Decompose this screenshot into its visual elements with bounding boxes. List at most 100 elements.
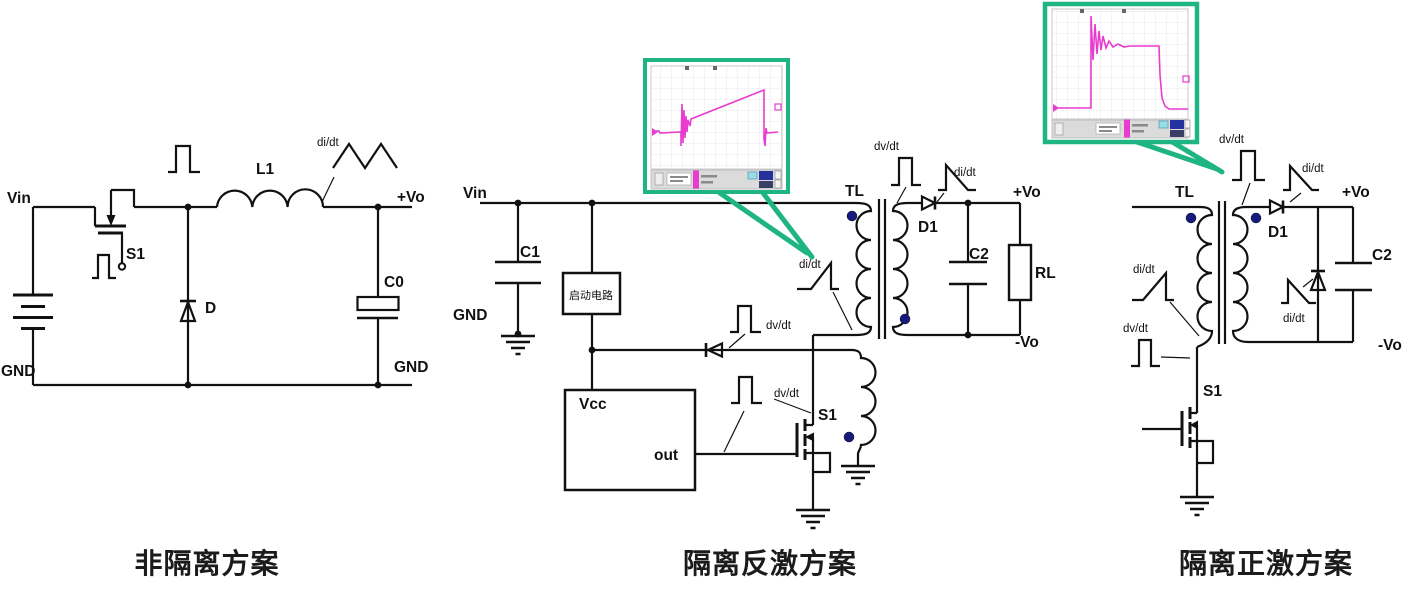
label-dvdt-gate: dv/dt [774,388,800,400]
label-didt-d1: di/dt [1302,163,1325,175]
level-marker [774,103,782,111]
buck-circuit: Vin GND GND +Vo L1 di/dt C0 S1 D [1,137,428,389]
wire [33,205,97,226]
label-didt-primary: di/dt [799,259,822,271]
freewheel-diode-icon [1309,207,1327,342]
channel-marker [1053,104,1059,112]
pointer-line [723,410,745,453]
label-d1: D1 [1268,224,1288,241]
scope-status-bar [650,169,783,190]
mosfet-s1-icon [95,188,136,271]
sawtooth-rising-icon [1132,270,1174,302]
trigger-mark [713,66,717,70]
label-tl: TL [845,183,864,200]
label-didt-secondary: di/dt [954,167,977,179]
capacitor-c1-icon [495,203,541,334]
label-rl: RL [1035,265,1056,282]
sawtooth-falling-icon [938,162,976,192]
label-dvdt-top: dv/dt [1219,134,1245,146]
polarity-dot [1185,212,1197,224]
label-vcc: Vcc [579,396,607,413]
pulse-waveform-icon [1131,338,1160,368]
pulse-waveform-icon [731,375,762,405]
ground-icon [794,508,832,530]
pointer-line [1302,278,1314,288]
label-vout-plus: +Vo [1342,184,1370,201]
inductor-l1-icon [215,188,325,208]
label-c2: C2 [1372,247,1392,264]
battery-icon [13,207,53,385]
label-dvdt-diode: dv/dt [766,320,792,332]
pointer-line [1289,192,1302,203]
capacitor-c2-icon [949,203,987,335]
pointer-line [1169,301,1200,337]
label-d1: D1 [918,219,938,236]
label-s1: S1 [126,246,145,263]
junction-dots [514,199,972,354]
bootstrap-diode-icon [704,341,724,359]
label-s1: S1 [1203,383,1222,400]
channel-marker [652,128,658,136]
mosfet-s1-icon [1142,347,1215,497]
pointer-line [1160,356,1191,359]
transformer-tl-icon [1185,201,1262,349]
label-l1: L1 [256,161,274,178]
label-vout: +Vo [397,189,425,206]
pointer-line [728,333,746,349]
pointer-line [832,291,853,331]
polarity-dot [843,431,855,443]
pulse-waveform-icon [92,253,116,280]
label-gnd-right: GND [394,359,428,376]
label-didt: di/dt [317,137,340,149]
callout-pointer [711,186,815,260]
label-gnd: GND [453,307,487,324]
label-startup: 启动电路 [569,289,613,302]
waveform-trace [1057,15,1188,110]
controller-box [563,388,797,492]
label-gnd-left: GND [1,363,35,380]
label-tl: TL [1175,184,1194,201]
output-diode-d1-icon [1268,198,1286,216]
trigger-mark [685,66,689,70]
sawtooth-rising-icon [797,259,839,291]
polarity-dot [899,313,911,325]
label-c2: C2 [969,246,989,263]
label-dvdt-gate: dv/dt [1123,323,1149,335]
sawtooth-falling-icon [1283,163,1319,192]
scope-inset-flyback [643,58,815,260]
trigger-mark [1080,9,1084,13]
scope-graticule [1051,8,1189,120]
pulse-waveform-icon [1232,149,1265,182]
pointer-line [773,398,812,414]
transformer-tl-icon [813,199,911,339]
polarity-dot [846,210,858,222]
mosfet-s1-icon [795,335,832,510]
label-didt-freewheel: di/dt [1283,313,1306,325]
capacitor-c2-icon [1335,207,1372,342]
scope-inset-forward [1042,1,1225,175]
aux-winding-icon [843,348,877,466]
pointer-line [321,176,335,203]
pulse-waveform-icon [168,144,200,174]
pulse-waveform-icon [730,304,761,334]
label-vin: Vin [7,190,31,207]
scope-status-bar [1051,119,1191,139]
label-s1: S1 [818,407,837,424]
flyback-circuit: Vin C1 GND 启动电路 Vcc out dv/dt dv/dt S1 d… [453,141,1056,530]
sawtooth-falling-icon [1281,277,1316,305]
callout-pointer [1128,137,1225,175]
ground-icon [1178,495,1216,517]
polarity-dot [1250,212,1262,224]
label-vin: Vin [463,185,487,202]
capacitor-c0-icon [356,207,400,385]
caption-flyback: 隔离反激方案 [682,548,857,579]
waveform-trace [653,88,779,147]
label-c0: C0 [384,274,404,291]
ground-icon [499,334,537,356]
level-marker [1182,75,1190,83]
pointer-line [896,186,907,204]
label-out: out [654,447,678,464]
scope-graticule [650,65,783,170]
junction-dots [184,203,382,389]
